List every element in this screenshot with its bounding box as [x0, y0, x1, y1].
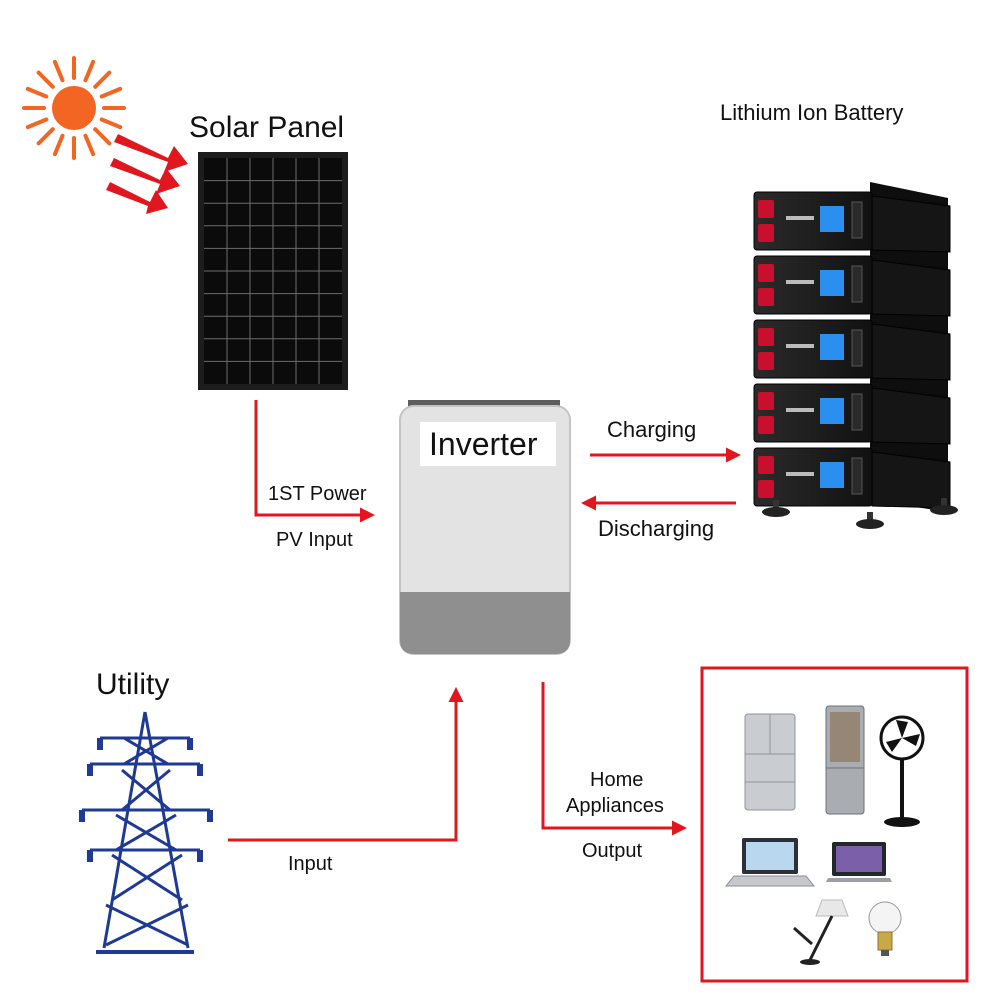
floor-lamp-icon — [793, 899, 849, 965]
fridge-icon — [744, 713, 796, 811]
light-bulb-icon — [868, 901, 902, 956]
battery-foot — [930, 498, 958, 515]
pv-input-label: PV Input — [276, 529, 353, 551]
battery-label: Lithium Ion Battery — [720, 100, 904, 125]
inverter-label: Inverter — [429, 426, 538, 462]
utility-input-arrow — [228, 687, 464, 842]
battery-module — [753, 191, 951, 253]
charging-label: Charging — [607, 417, 697, 442]
sunlight-arrows-icon — [106, 134, 188, 214]
home-label: Home — [590, 769, 644, 791]
discharging-label: Discharging — [598, 516, 715, 541]
battery-module — [753, 383, 951, 445]
fan-icon — [879, 715, 925, 827]
output-label: Output — [582, 840, 643, 862]
battery-module — [753, 447, 951, 509]
pv-input-arrow — [254, 400, 375, 523]
utility-label: Utility — [96, 668, 170, 701]
tall-fridge-icon — [825, 705, 865, 815]
battery-module — [753, 319, 951, 381]
battery-foot — [856, 512, 884, 529]
battery-module — [753, 255, 951, 317]
utility-tower-icon — [79, 711, 213, 954]
battery-stack-icon — [753, 182, 958, 529]
input-label: Input — [288, 853, 333, 875]
sun-icon — [22, 56, 126, 160]
tablet-laptop-icon — [826, 842, 892, 882]
solar-panel-label: Solar Panel — [189, 111, 345, 144]
first-power-label: 1ST Power — [268, 483, 367, 505]
solar-panel-icon — [198, 152, 348, 390]
appliances-label: Appliances — [566, 795, 664, 817]
home-appliances-box — [700, 666, 969, 983]
output-arrow — [541, 682, 687, 836]
battery-foot — [762, 500, 790, 517]
laptop-icon — [724, 838, 816, 887]
inverter-icon — [399, 400, 571, 655]
